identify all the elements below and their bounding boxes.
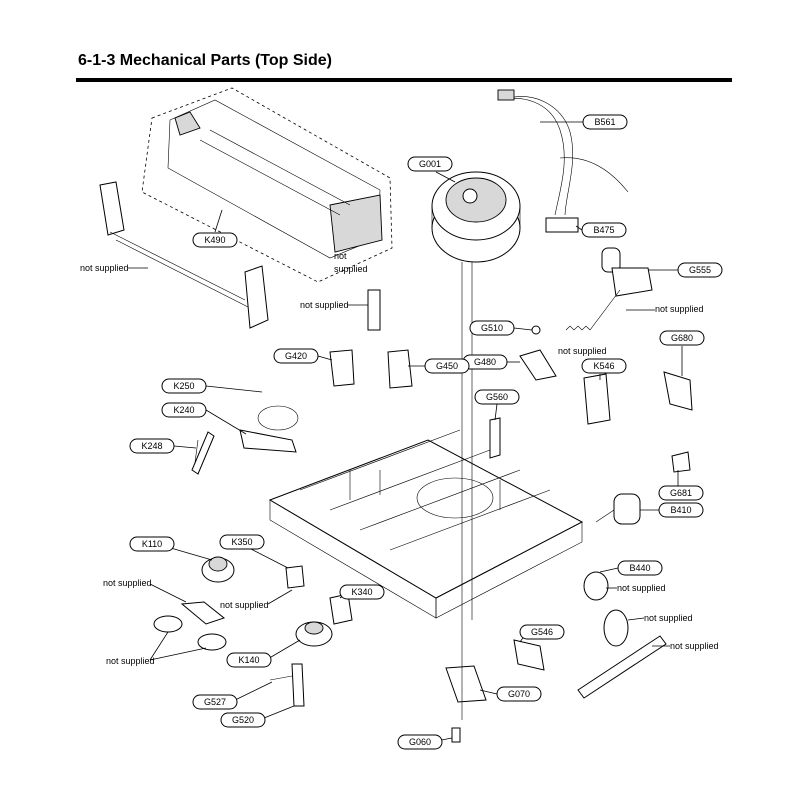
- label-k140: K140: [238, 655, 259, 665]
- label-b475: B475: [593, 225, 614, 235]
- not-supplied-k350: not supplied: [220, 600, 269, 610]
- label-b410: B410: [670, 505, 691, 515]
- label-g555: G555: [689, 265, 711, 275]
- callout-b475: B475: [581, 222, 627, 238]
- callout-g681: G681: [658, 485, 704, 501]
- label-g510: G510: [481, 323, 503, 333]
- callout-b561: B561: [582, 114, 628, 130]
- callout-k490: K490: [192, 232, 238, 248]
- callout-k340: K340: [339, 584, 385, 600]
- not-supplied-g555: not supplied: [655, 304, 704, 314]
- callout-b410: B410: [658, 502, 704, 518]
- label-k340: K340: [351, 587, 372, 597]
- label-g560: G560: [486, 392, 508, 402]
- label-k350: K350: [231, 537, 252, 547]
- callout-g450: G450: [424, 358, 470, 374]
- callout-g527: G527: [192, 694, 238, 710]
- label-g680: G680: [671, 333, 693, 343]
- callout-k248: K248: [129, 438, 175, 454]
- leader-lines: [128, 121, 683, 743]
- callout-k140: K140: [226, 652, 272, 668]
- callout-k240: K240: [161, 402, 207, 418]
- not-supplied-notes: not supplied not supplied not supplied n…: [80, 251, 719, 666]
- title-rule: [76, 78, 732, 82]
- callout-b440: B440: [617, 560, 663, 576]
- label-g546: G546: [531, 627, 553, 637]
- label-g001: G001: [419, 159, 441, 169]
- callout-g480: G480: [462, 354, 508, 370]
- label-g520: G520: [232, 715, 254, 725]
- label-g450: G450: [436, 361, 458, 371]
- label-b440: B440: [629, 563, 650, 573]
- part-drawings: [99, 87, 693, 743]
- label-g527: G527: [204, 697, 226, 707]
- not-supplied-b440-gear: not supplied: [617, 583, 666, 593]
- not-supplied-holder-2: supplied: [334, 264, 368, 274]
- label-g420: G420: [285, 351, 307, 361]
- callout-g510: G510: [469, 320, 515, 336]
- label-k250: K250: [173, 381, 194, 391]
- page-title: 6-1-3 Mechanical Parts (Top Side): [78, 52, 332, 69]
- callout-k350: K350: [219, 534, 265, 550]
- not-supplied-reel: not supplied: [644, 613, 693, 623]
- label-g060: G060: [409, 737, 431, 747]
- label-b561: B561: [594, 117, 615, 127]
- not-supplied-spring: not supplied: [558, 346, 607, 356]
- callout-g420: G420: [273, 348, 319, 364]
- callout-g560: G560: [474, 389, 520, 405]
- not-supplied-holder-1: not: [334, 251, 347, 261]
- callout-g001: G001: [407, 156, 453, 172]
- label-k240: K240: [173, 405, 194, 415]
- label-k546: K546: [593, 361, 614, 371]
- not-supplied-slider: not supplied: [670, 641, 719, 651]
- callout-k546: K546: [581, 358, 627, 374]
- not-supplied-left-arm: not supplied: [80, 263, 129, 273]
- label-g480: G480: [474, 357, 496, 367]
- callout-g546: G546: [519, 624, 565, 640]
- not-supplied-post: not supplied: [300, 300, 349, 310]
- callout-k250: K250: [161, 378, 207, 394]
- callout-g555: G555: [677, 262, 723, 278]
- label-k110: K110: [142, 539, 162, 549]
- not-supplied-gear-top: not supplied: [103, 578, 152, 588]
- label-g070: G070: [508, 689, 530, 699]
- not-supplied-gear-bottom: not supplied: [106, 656, 155, 666]
- callout-g680: G680: [659, 330, 705, 346]
- callout-g520: G520: [220, 712, 266, 728]
- label-k248: K248: [141, 441, 162, 451]
- callout-k110: K110: [129, 536, 175, 552]
- callout-g070: G070: [496, 686, 542, 702]
- label-k490: K490: [204, 235, 225, 245]
- callout-g060: G060: [397, 734, 443, 750]
- label-g681: G681: [670, 488, 692, 498]
